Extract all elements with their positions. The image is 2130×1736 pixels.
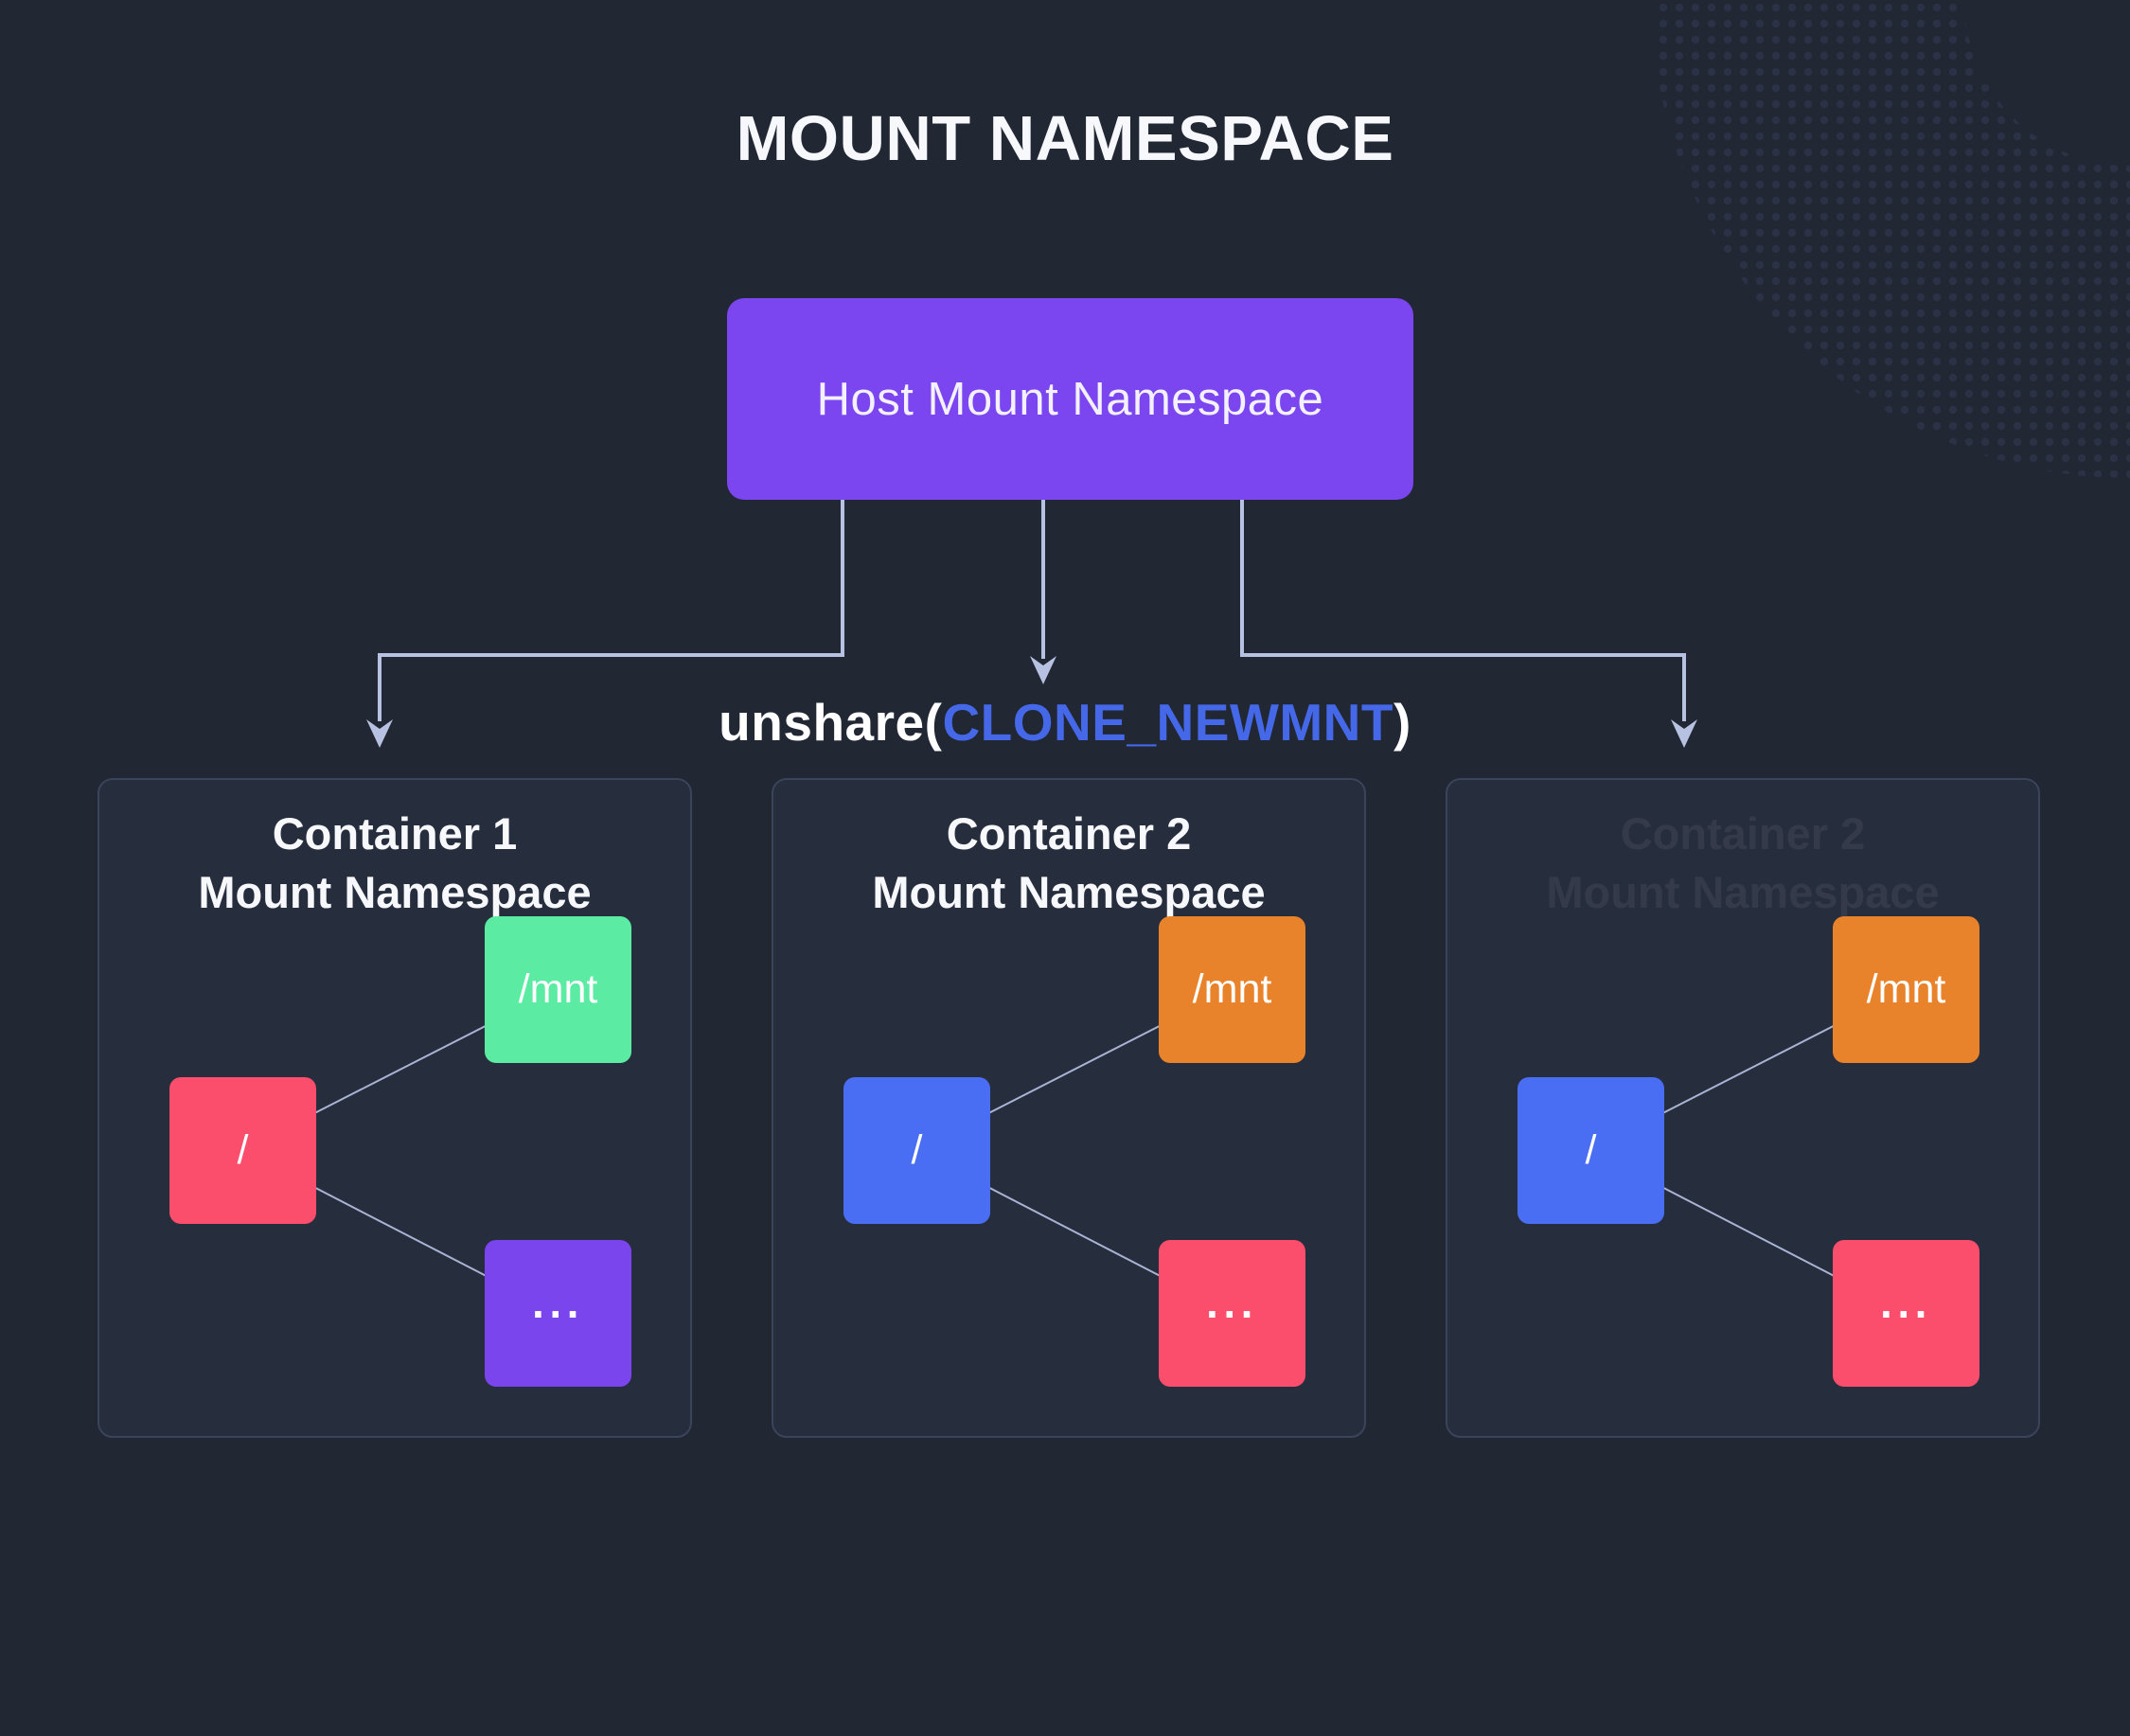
- host-mount-namespace-label: Host Mount Namespace: [816, 373, 1324, 425]
- container-2-title: Container 2 Mount Namespace: [773, 805, 1364, 922]
- root-node-label: /: [237, 1127, 249, 1173]
- container-2-ghost-title-line2: Mount Namespace: [1546, 867, 1940, 918]
- container-1-panel: Container 1 Mount Namespace /mnt / ···: [98, 778, 692, 1438]
- container-2-ghost-root-node: /: [1518, 1077, 1664, 1224]
- container-2-ghost-other-mounts-node: ···: [1833, 1240, 1979, 1387]
- other-mounts-node-label: ···: [1206, 1288, 1258, 1338]
- container-2-other-mounts-node: ···: [1159, 1240, 1305, 1387]
- mnt-node-label: /mnt: [1192, 966, 1272, 1012]
- halftone-corner-decoration: [1652, 0, 2130, 478]
- mnt-node-label: /mnt: [1866, 966, 1946, 1012]
- container-1-other-mounts-node: ···: [485, 1240, 631, 1387]
- container-1-title-line2: Mount Namespace: [198, 867, 592, 918]
- unshare-syscall-label: unshare(CLONE_NEWMNT): [0, 692, 2130, 753]
- container-2-ghost-title-line1: Container 2: [1620, 808, 1866, 859]
- syscall-suffix: ): [1393, 693, 1411, 752]
- container-2-ghost-mnt-node: /mnt: [1833, 916, 1979, 1063]
- other-mounts-node-label: ···: [1880, 1288, 1932, 1338]
- container-1-title: Container 1 Mount Namespace: [99, 805, 690, 922]
- container-2-panel: Container 2 Mount Namespace /mnt / ···: [772, 778, 1366, 1438]
- mnt-node-label: /mnt: [518, 966, 598, 1012]
- page-title: MOUNT NAMESPACE: [736, 103, 1394, 174]
- syscall-arg: CLONE_NEWMNT: [942, 693, 1393, 752]
- container-2-mnt-node: /mnt: [1159, 916, 1305, 1063]
- container-1-root-node: /: [169, 1077, 316, 1224]
- container-2-root-node: /: [843, 1077, 990, 1224]
- syscall-prefix: unshare(: [719, 693, 943, 752]
- other-mounts-node-label: ···: [532, 1288, 584, 1338]
- root-node-label: /: [1585, 1127, 1597, 1173]
- container-2-title-line1: Container 2: [946, 808, 1192, 859]
- host-mount-namespace-box: Host Mount Namespace: [727, 298, 1413, 500]
- container-1-mnt-node: /mnt: [485, 916, 631, 1063]
- container-1-title-line1: Container 1: [272, 808, 518, 859]
- container-2-ghost-panel: Container 2 Mount Namespace /mnt / ···: [1446, 778, 2040, 1438]
- container-2-ghost-title: Container 2 Mount Namespace: [1447, 805, 2038, 922]
- container-2-title-line2: Mount Namespace: [872, 867, 1266, 918]
- root-node-label: /: [911, 1127, 923, 1173]
